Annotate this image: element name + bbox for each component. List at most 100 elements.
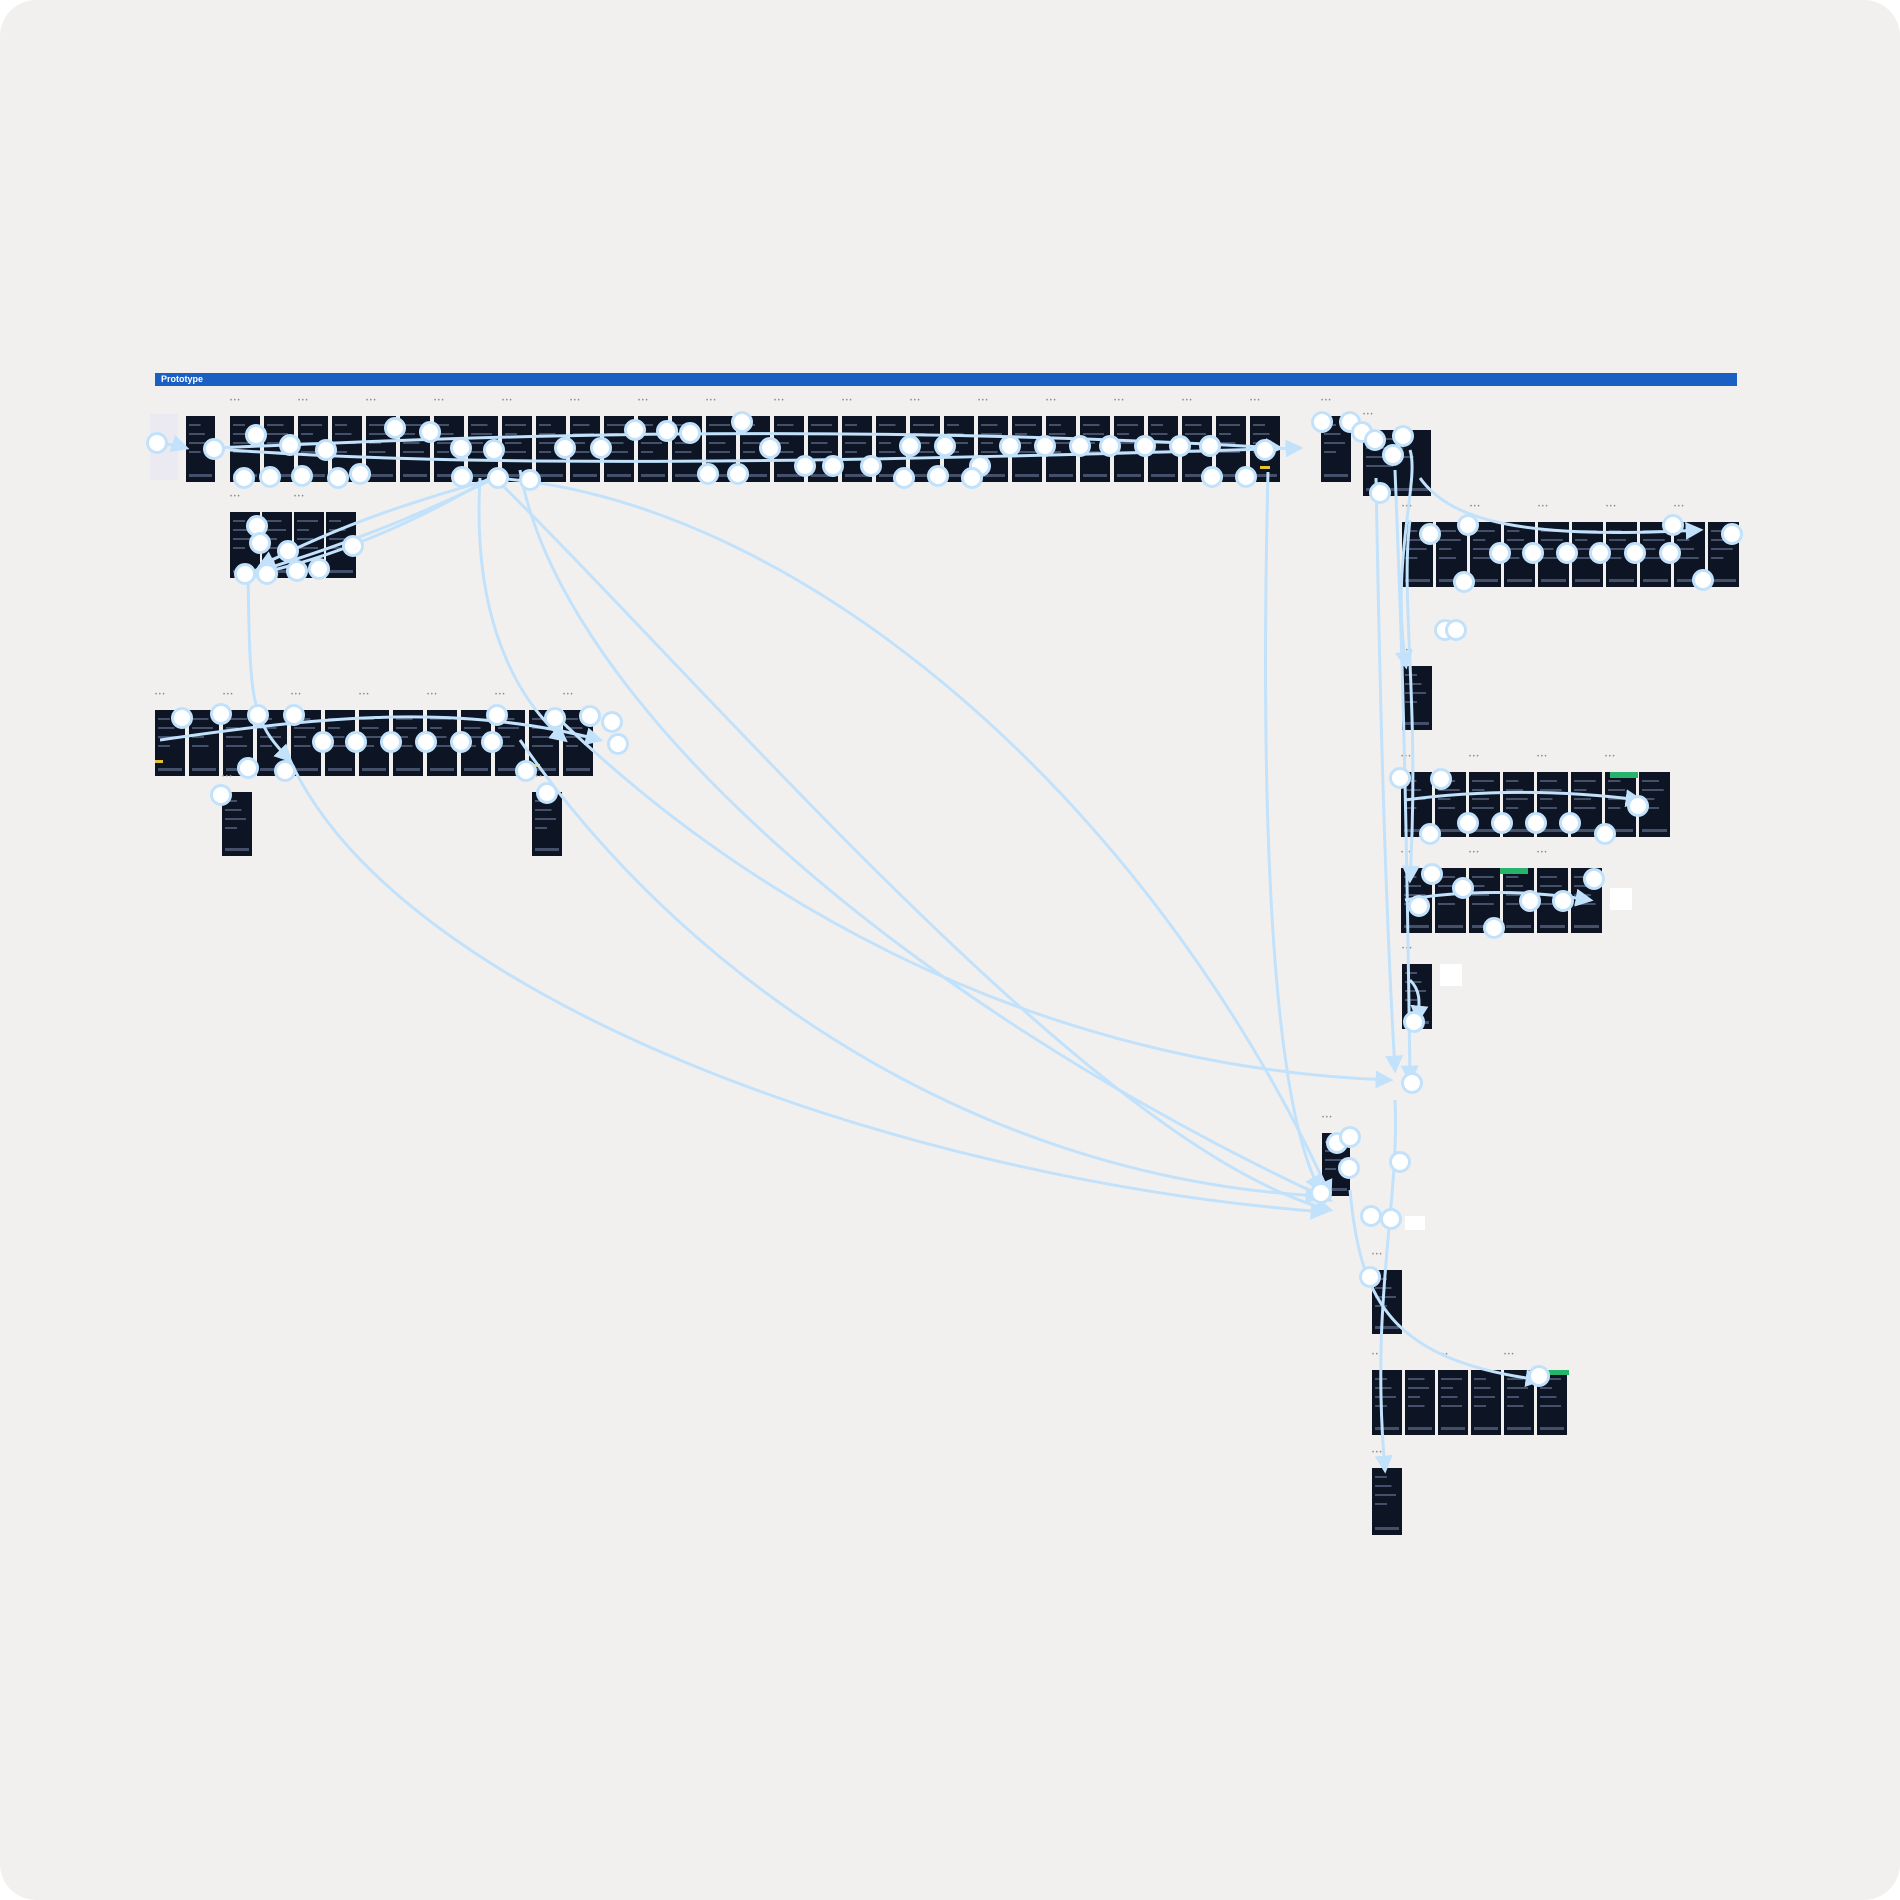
- hotspot-circle-icon[interactable]: [1382, 444, 1404, 466]
- hotspot-circle-icon[interactable]: [171, 707, 193, 729]
- hotspot-circle-icon[interactable]: [697, 463, 719, 485]
- hotspot-circle-icon[interactable]: [1430, 768, 1452, 790]
- hotspot-circle-icon[interactable]: [1421, 863, 1443, 885]
- hotspot-circle-icon[interactable]: [1445, 619, 1467, 641]
- hotspot-circle-icon[interactable]: [999, 435, 1021, 457]
- hotspot-circle-icon[interactable]: [210, 784, 232, 806]
- hotspot-circle-icon[interactable]: [315, 439, 337, 461]
- hotspot-circle-icon[interactable]: [210, 703, 232, 725]
- screen-frame-85[interactable]: [1471, 1370, 1501, 1435]
- hotspot-circle-icon[interactable]: [1389, 1151, 1411, 1173]
- hotspot-circle-icon[interactable]: [1419, 523, 1441, 545]
- hotspot-circle-icon[interactable]: [486, 704, 508, 726]
- hotspot-circle-icon[interactable]: [308, 558, 330, 580]
- hotspot-circle-icon[interactable]: [1692, 569, 1714, 591]
- note-card[interactable]: [1405, 1216, 1425, 1230]
- prototype-connection[interactable]: [493, 476, 1334, 1216]
- hotspot-circle-icon[interactable]: [1408, 895, 1430, 917]
- hotspot-circle-icon[interactable]: [1134, 435, 1156, 457]
- hotspot-circle-icon[interactable]: [1338, 1157, 1360, 1179]
- prototype-connection[interactable]: [1374, 1099, 1398, 1474]
- hotspot-circle-icon[interactable]: [291, 465, 313, 487]
- hotspot-circle-icon[interactable]: [1453, 571, 1475, 593]
- hotspot-circle-icon[interactable]: [1556, 542, 1578, 564]
- hotspot-circle-icon[interactable]: [1489, 542, 1511, 564]
- note-card[interactable]: [1440, 964, 1462, 986]
- prototype-connection[interactable]: [477, 477, 568, 743]
- prototype-connection[interactable]: [1393, 469, 1419, 1084]
- hotspot-circle-icon[interactable]: [1401, 1072, 1423, 1094]
- hotspot-circle-icon[interactable]: [1624, 542, 1646, 564]
- hotspot-circle-icon[interactable]: [483, 439, 505, 461]
- hotspot-circle-icon[interactable]: [1559, 812, 1581, 834]
- screen-frame-69[interactable]: [1537, 772, 1568, 837]
- hotspot-circle-icon[interactable]: [1491, 812, 1513, 834]
- hotspot-circle-icon[interactable]: [279, 434, 301, 456]
- hotspot-circle-icon[interactable]: [234, 563, 256, 585]
- hotspot-circle-icon[interactable]: [1528, 1365, 1550, 1387]
- hotspot-circle-icon[interactable]: [1034, 435, 1056, 457]
- hotspot-circle-icon[interactable]: [1254, 439, 1276, 461]
- screen-frame-83[interactable]: [1405, 1370, 1435, 1435]
- hotspot-circle-icon[interactable]: [1069, 435, 1091, 457]
- hotspot-circle-icon[interactable]: [1360, 1205, 1382, 1227]
- hotspot-circle-icon[interactable]: [1359, 1266, 1381, 1288]
- hotspot-circle-icon[interactable]: [1403, 1011, 1425, 1033]
- hotspot-circle-icon[interactable]: [146, 432, 168, 454]
- hotspot-circle-icon[interactable]: [1519, 890, 1541, 912]
- prototype-connection[interactable]: [1264, 471, 1322, 1194]
- hotspot-circle-icon[interactable]: [256, 563, 278, 585]
- hotspot-circle-icon[interactable]: [860, 455, 882, 477]
- hotspot-circle-icon[interactable]: [1662, 514, 1684, 536]
- hotspot-circle-icon[interactable]: [1721, 523, 1743, 545]
- hotspot-circle-icon[interactable]: [679, 422, 701, 444]
- hotspot-circle-icon[interactable]: [1380, 1208, 1402, 1230]
- hotspot-circle-icon[interactable]: [934, 435, 956, 457]
- hotspot-circle-icon[interactable]: [536, 782, 558, 804]
- hotspot-circle-icon[interactable]: [1522, 542, 1544, 564]
- hotspot-circle-icon[interactable]: [1659, 542, 1681, 564]
- hotspot-circle-icon[interactable]: [1389, 767, 1411, 789]
- hotspot-circle-icon[interactable]: [451, 466, 473, 488]
- prototype-connection[interactable]: [1348, 1189, 1544, 1388]
- hotspot-circle-icon[interactable]: [1369, 482, 1391, 504]
- hotspot-circle-icon[interactable]: [1199, 435, 1221, 457]
- hotspot-circle-icon[interactable]: [1627, 795, 1649, 817]
- hotspot-circle-icon[interactable]: [233, 467, 255, 489]
- hotspot-circle-icon[interactable]: [327, 467, 349, 489]
- hotspot-circle-icon[interactable]: [624, 419, 646, 441]
- hotspot-circle-icon[interactable]: [1525, 812, 1547, 834]
- hotspot-circle-icon[interactable]: [607, 733, 629, 755]
- screen-frame-82[interactable]: [1372, 1370, 1402, 1435]
- hotspot-circle-icon[interactable]: [283, 704, 305, 726]
- prototype-connection[interactable]: [518, 739, 1324, 1205]
- hotspot-circle-icon[interactable]: [203, 438, 225, 460]
- hotspot-circle-icon[interactable]: [450, 731, 472, 753]
- hotspot-circle-icon[interactable]: [419, 421, 441, 443]
- hotspot-circle-icon[interactable]: [1552, 890, 1574, 912]
- screen-frame-88[interactable]: [1372, 1468, 1402, 1535]
- hotspot-circle-icon[interactable]: [794, 455, 816, 477]
- screen-frame-84[interactable]: [1438, 1370, 1468, 1435]
- hotspot-circle-icon[interactable]: [245, 424, 267, 446]
- prototype-connection[interactable]: [1374, 477, 1404, 1074]
- hotspot-circle-icon[interactable]: [656, 420, 678, 442]
- hotspot-circle-icon[interactable]: [349, 463, 371, 485]
- hotspot-circle-icon[interactable]: [759, 437, 781, 459]
- prototype-connection[interactable]: [518, 469, 1334, 1203]
- hotspot-circle-icon[interactable]: [384, 417, 406, 439]
- hotspot-circle-icon[interactable]: [345, 731, 367, 753]
- hotspot-circle-icon[interactable]: [274, 760, 296, 782]
- hotspot-circle-icon[interactable]: [1364, 429, 1386, 451]
- hotspot-circle-icon[interactable]: [1169, 435, 1191, 457]
- hotspot-circle-icon[interactable]: [1583, 868, 1605, 890]
- prototype-connection[interactable]: [494, 476, 1333, 1199]
- screen-frame-70[interactable]: [1571, 772, 1602, 837]
- hotspot-circle-icon[interactable]: [259, 466, 281, 488]
- hotspot-circle-icon[interactable]: [342, 535, 364, 557]
- hotspot-circle-icon[interactable]: [731, 411, 753, 433]
- hotspot-circle-icon[interactable]: [899, 435, 921, 457]
- hotspot-circle-icon[interactable]: [1310, 1182, 1332, 1204]
- hotspot-circle-icon[interactable]: [927, 465, 949, 487]
